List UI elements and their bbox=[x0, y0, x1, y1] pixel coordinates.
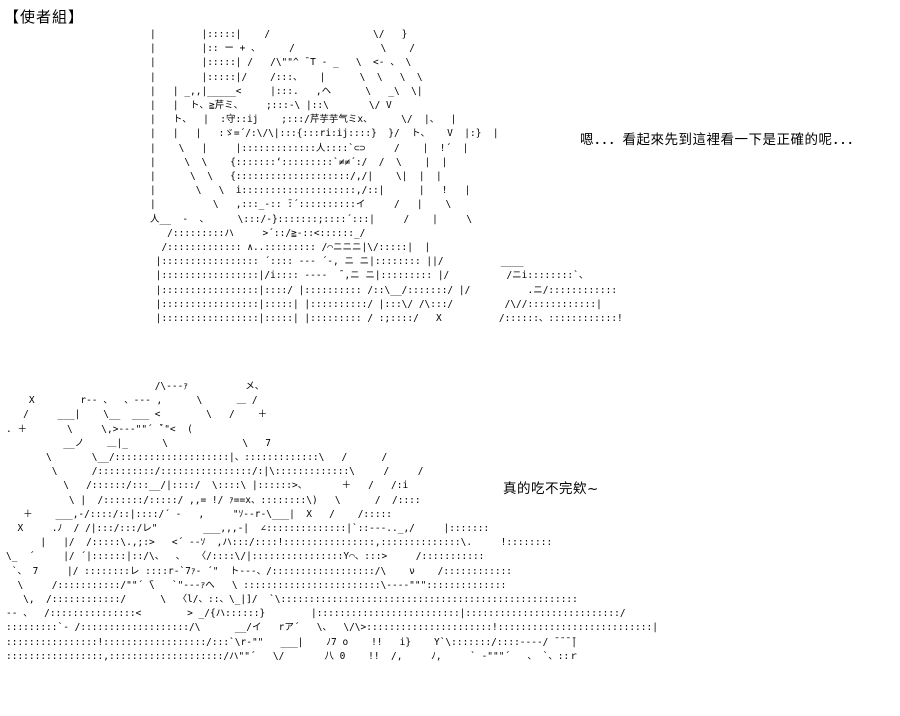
dialogue-line-1: 嗯．．．看起來先到這裡看一下是正確的呢．．． bbox=[580, 132, 861, 148]
header-label: 【使者組】 bbox=[4, 8, 85, 26]
ascii-art-character-bottom: /\‐‐‐ｧ メ、 X r‐‐ 、 、‐‐‐ , \ ＿ / / ___| \_… bbox=[6, 381, 658, 662]
ascii-art-character-top: | |:::::| / \/ } | |:: ー + 、 / \ / | |::… bbox=[150, 29, 623, 325]
dialogue-line-2: 真的吃不完欸~ bbox=[503, 481, 599, 497]
